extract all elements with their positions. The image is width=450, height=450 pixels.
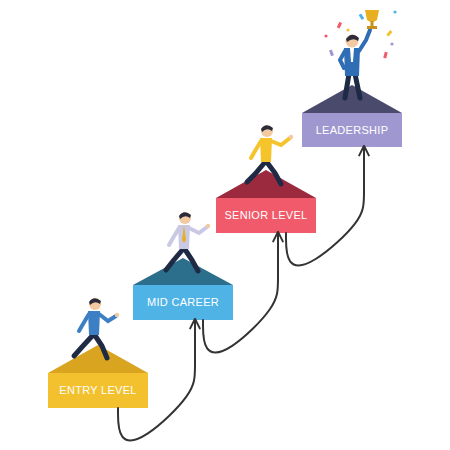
- person-figure: [340, 10, 379, 98]
- person-figure: [247, 125, 293, 184]
- person-head: [89, 298, 101, 310]
- confetti-piece: [346, 28, 349, 31]
- person-figure: [74, 298, 119, 358]
- person-hair: [89, 298, 101, 305]
- person-hand: [115, 313, 119, 317]
- person-tie: [182, 225, 186, 243]
- person-head: [346, 35, 359, 48]
- person-figure: [166, 212, 210, 271]
- career-step: LEADERSHIP: [302, 113, 402, 147]
- confetti-piece: [390, 42, 393, 45]
- step-roof: [302, 85, 402, 113]
- career-step: SENIOR LEVEL: [216, 198, 316, 233]
- step-label: SENIOR LEVEL: [224, 209, 307, 222]
- person-arms: [169, 227, 207, 245]
- confetti-piece: [359, 13, 365, 20]
- trophy-cup: [365, 10, 379, 22]
- trophy-base: [367, 26, 377, 29]
- person-head: [179, 212, 191, 224]
- step-label: MID CAREER: [147, 296, 219, 309]
- step-roof: [48, 345, 148, 373]
- confetti-piece: [386, 30, 392, 37]
- confetti-piece: [329, 49, 334, 56]
- person-arms: [251, 138, 290, 158]
- step-label: LEADERSHIP: [316, 124, 389, 137]
- person-head: [261, 125, 273, 137]
- confetti: [324, 10, 396, 58]
- step-roof: [133, 258, 233, 285]
- person-arms: [340, 30, 370, 68]
- career-step: MID CAREER: [133, 285, 233, 320]
- confetti-piece: [383, 52, 387, 59]
- person-arms: [79, 314, 116, 331]
- career-step: ENTRY LEVEL: [48, 373, 148, 408]
- confetti-piece: [393, 10, 396, 13]
- person-legs: [166, 248, 198, 271]
- person-shirt: [350, 48, 354, 62]
- person-legs: [247, 161, 281, 184]
- step-label: ENTRY LEVEL: [59, 384, 137, 397]
- step-roof: [216, 170, 316, 198]
- confetti-piece: [324, 34, 327, 37]
- trophy-stem: [371, 21, 374, 26]
- person-hand: [206, 224, 210, 228]
- confetti-piece: [337, 22, 342, 29]
- person-legs: [74, 334, 107, 358]
- person-hair: [261, 125, 273, 132]
- person-hand: [289, 135, 293, 139]
- person-legs: [345, 74, 360, 98]
- trophy: [365, 10, 379, 29]
- person-hair: [179, 212, 191, 219]
- person-hair: [346, 35, 359, 42]
